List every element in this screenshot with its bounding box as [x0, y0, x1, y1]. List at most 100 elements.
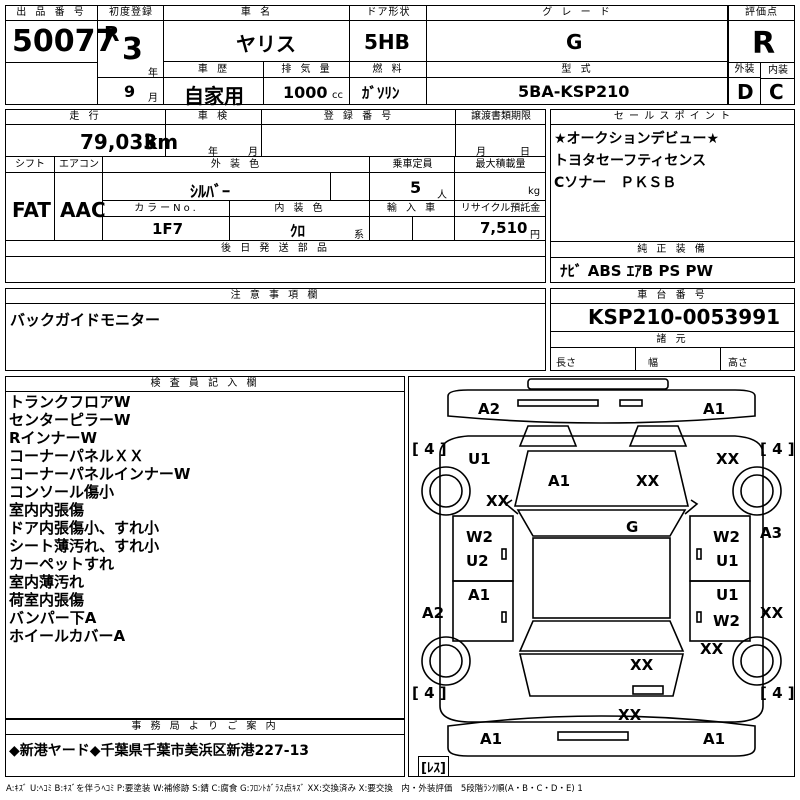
door-cell	[350, 5, 427, 62]
capacity-cell	[370, 157, 455, 201]
notes-header: 注 意 事 項 欄	[5, 288, 546, 304]
diag-rear-fender-right: XX	[700, 640, 724, 658]
fuel: ｶﾞｿﾘﾝ	[362, 84, 400, 102]
inspector-item: 室内薄汚れ	[9, 573, 85, 591]
diag-door-rr2: W2	[713, 612, 740, 630]
diag-rear-bumper: XX	[618, 706, 642, 724]
aircon: AAC	[60, 198, 106, 222]
exterior-cell	[728, 62, 761, 105]
first-reg-header: 初度登録	[98, 5, 164, 21]
genuine-header: 純 正 装 備	[550, 241, 795, 258]
score-section	[728, 5, 795, 105]
int-color-cell	[230, 201, 370, 241]
inspector-item: RインナーW	[9, 429, 98, 447]
ext-color: ｼﾙﾊﾞｰ	[190, 182, 231, 201]
reg-era: R	[104, 22, 120, 46]
displacement-unit: cc	[332, 90, 343, 101]
inspector-item: 室内内張傷	[9, 501, 85, 519]
diag-door-fl: W2	[466, 528, 493, 546]
genuine-equipment: ﾅﾋﾞ ABS ｴｱB PS PW	[560, 262, 714, 280]
car-diagram	[421, 378, 782, 757]
chassis-no: KSP210-0053991	[588, 305, 781, 329]
color-no-cell	[103, 201, 230, 241]
diag-door-rr: U1	[716, 586, 739, 604]
interior-header: 内装	[761, 62, 795, 79]
door-type: 5HB	[364, 30, 410, 54]
history-cell	[164, 62, 264, 105]
reg-month: 9	[124, 82, 136, 101]
mileage-unit: km	[144, 130, 179, 154]
transfer-cell	[456, 109, 546, 157]
diag-door-fr2: U1	[716, 552, 739, 570]
reg-year: 3	[122, 32, 143, 67]
fuel-cell	[350, 62, 427, 105]
shift: FAT	[12, 198, 51, 222]
car-diagram-section	[408, 376, 795, 777]
lot-no-cell	[5, 5, 98, 105]
capacity-header: 乗車定員	[370, 157, 455, 173]
diag-trunk: XX	[630, 656, 654, 674]
first-reg-cell	[98, 5, 164, 105]
recycle: 7,510	[480, 219, 528, 237]
top-section	[5, 5, 752, 105]
inspector-list: トランクフロアW センターピラーW RインナーW コーナーパネルＸＸ コーナーパ…	[9, 393, 190, 645]
capacity: 5	[410, 178, 422, 197]
inspector-item: センターピラーW	[9, 411, 131, 429]
sales-header: セ ー ル ス ポ イ ン ト	[550, 109, 795, 125]
mileage: 79,033	[80, 130, 158, 154]
exterior-header: 外装	[728, 62, 761, 78]
sales-point: ★オークションデビュー★	[554, 131, 720, 147]
score-header: 評価点	[728, 5, 795, 21]
color-no: 1F7	[152, 220, 184, 238]
legend-text: A:ｷｽﾞ U:ﾍｺﾐ B:ｷｽﾞを伴うﾍｺﾐ P:要塗装 W:補修跡 S:錆 …	[6, 784, 583, 794]
sales-point: トヨタセーフティセンス	[554, 153, 707, 169]
diag-spare: [ﾚｽ]	[418, 756, 449, 777]
diag-tire-rr: [ 4 ]	[760, 684, 795, 702]
grade: G	[566, 30, 583, 54]
mileage-header: 走 行	[5, 109, 166, 125]
inspector-item: トランクフロアW	[9, 393, 131, 411]
displacement-cell	[264, 62, 350, 105]
door-header: ドア形状	[350, 5, 427, 21]
fuel-header: 燃 料	[350, 62, 427, 78]
color-no-header: カラーNo.	[103, 201, 230, 217]
lot-no-header: 出 品 番 号	[5, 5, 98, 21]
diag-rocker-left: A2	[422, 604, 445, 622]
sales-point: Cソナー ＰＫＳＢ	[554, 175, 677, 191]
import-header: 輸 入 車	[370, 201, 455, 217]
recycle-header: リサイクル預託金	[455, 201, 546, 217]
ext-color-cell	[103, 157, 370, 201]
chassis-header: 車 台 番 号	[550, 288, 795, 304]
int-color-suffix: 系	[354, 230, 364, 241]
inspection-cell	[166, 109, 262, 157]
transfer-day-unit: 日	[520, 147, 530, 158]
grade-cell	[427, 5, 728, 62]
car-name: ヤリス	[236, 32, 296, 56]
max-load-header: 最大積載量	[455, 157, 546, 173]
reg-month-unit: 月	[148, 93, 158, 104]
aircon-header: エアコン	[55, 157, 103, 173]
displacement-header: 排 気 量	[264, 62, 350, 78]
interior-grade: C	[769, 80, 784, 104]
model-cell	[427, 62, 728, 105]
diag-fender-fr: XX	[716, 450, 740, 468]
history-header: 車 歴	[164, 62, 264, 78]
reg-no-cell	[262, 109, 456, 157]
inspector-item: カーペットすれ	[9, 555, 115, 573]
inspector-item: コンソール傷小	[9, 483, 115, 501]
shift-header: シフト	[5, 157, 55, 173]
reg-no-header: 登 録 番 号	[262, 109, 456, 125]
shift-cell	[5, 157, 55, 241]
inspector-header: 検 査 員 記 入 欄	[5, 376, 405, 392]
inspection-month-unit: 月	[248, 147, 258, 158]
diag-rocker-right: XX	[760, 604, 784, 622]
transfer-header: 譲渡書類期限	[456, 109, 546, 125]
inspector-item: シート薄汚れ、すれ小	[9, 537, 160, 555]
inspector-item: ホイールカバーA	[9, 627, 126, 645]
load-unit: kg	[528, 186, 541, 197]
score: R	[752, 26, 776, 61]
office-header: 事 務 局 よ り ご 案 内	[5, 719, 405, 735]
notes-text: バックガイドモニター	[10, 311, 161, 329]
sales-points-section	[550, 109, 795, 283]
int-color-header: 内 装 色	[230, 201, 370, 217]
